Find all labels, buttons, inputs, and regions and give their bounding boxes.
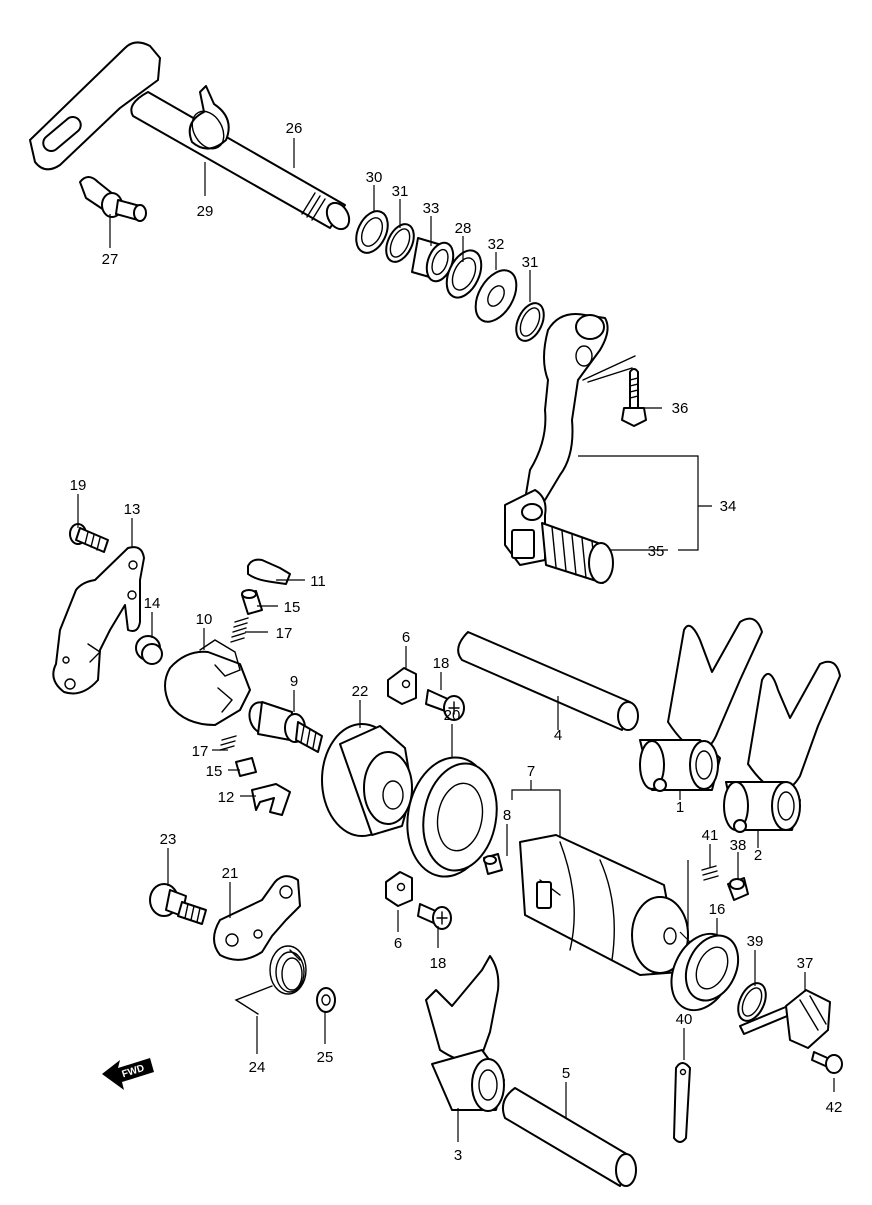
part-27-bolt xyxy=(79,176,147,222)
callout-31a: 31 xyxy=(392,183,409,200)
part-19-screw xyxy=(69,523,109,553)
callout-36: 36 xyxy=(672,400,689,417)
callout-34: 34 xyxy=(720,498,737,515)
part-40-strip xyxy=(673,1062,691,1143)
callout-10: 10 xyxy=(196,611,213,628)
callout-7: 7 xyxy=(527,763,535,780)
callout-28: 28 xyxy=(455,220,472,237)
callout-40: 40 xyxy=(676,1011,693,1028)
callout-12: 12 xyxy=(218,789,235,806)
callout-20: 20 xyxy=(444,707,461,724)
part-21-lever xyxy=(213,875,301,961)
part-42-screw xyxy=(811,1051,843,1074)
part-31b-circlip xyxy=(515,302,545,342)
part-17b-spring xyxy=(219,735,237,751)
callout-30: 30 xyxy=(366,169,383,186)
part-16-needle-bearing xyxy=(670,932,740,1012)
callout-23: 23 xyxy=(160,831,177,848)
callout-9: 9 xyxy=(290,673,298,690)
callout-6a: 6 xyxy=(402,629,410,646)
part-14-bushing xyxy=(135,635,163,665)
part-4-fork-shaft xyxy=(457,631,639,731)
part-6a-stopper xyxy=(387,667,417,705)
part-22-gear xyxy=(321,723,413,837)
part-31a-circlip xyxy=(385,223,415,263)
callout-5: 5 xyxy=(562,1065,570,1082)
callout-37: 37 xyxy=(797,955,814,972)
part-2-shift-fork xyxy=(723,660,841,833)
part-34-gearshift-lever xyxy=(504,313,636,566)
callout-19: 19 xyxy=(70,477,87,494)
callout-11: 11 xyxy=(310,573,326,590)
callout-38: 38 xyxy=(730,837,747,854)
part-29-spring xyxy=(188,85,230,150)
part-9-shaft xyxy=(248,701,323,753)
part-7-shift-cam xyxy=(519,834,689,976)
part-33-needle-bearing xyxy=(411,237,455,283)
part-39-o-ring xyxy=(737,982,767,1022)
callout-24: 24 xyxy=(249,1059,266,1076)
part-18b-screw xyxy=(417,903,452,930)
callout-13: 13 xyxy=(124,501,141,518)
part-10-cam-driven-gear xyxy=(164,639,251,726)
direction-indicator: FWD xyxy=(102,1058,154,1090)
part-38-pin xyxy=(727,877,749,901)
callout-31b: 31 xyxy=(522,254,539,271)
callout-35: 35 xyxy=(648,543,665,560)
part-1-shift-fork xyxy=(639,617,763,792)
callout-8: 8 xyxy=(503,807,511,824)
callout-17a: 17 xyxy=(276,625,293,642)
part-37-sensor xyxy=(739,989,831,1049)
callout-22: 22 xyxy=(352,683,369,700)
part-12-pawl xyxy=(251,783,291,816)
part-32-washer xyxy=(474,269,518,323)
callout-14: 14 xyxy=(144,595,161,612)
leader-lines xyxy=(77,138,835,1142)
part-17a-spring xyxy=(230,617,249,643)
callout-29: 29 xyxy=(197,203,214,220)
part-41-spring xyxy=(701,865,719,881)
part-28-oil-seal xyxy=(445,249,483,299)
callout-41: 41 xyxy=(702,827,719,844)
callout-labels: 26 29 27 30 31 33 28 32 31 36 34 35 19 1… xyxy=(70,120,843,1164)
part-30-washer xyxy=(355,210,389,254)
part-3-shift-fork xyxy=(425,955,505,1112)
part-35-rubber-grip xyxy=(541,522,614,584)
part-26-gearshift-shaft xyxy=(29,41,351,231)
part-15a-pin xyxy=(241,589,263,615)
callout-3: 3 xyxy=(454,1147,462,1164)
part-23-bolt xyxy=(149,883,207,925)
callout-25: 25 xyxy=(317,1049,334,1066)
callout-16: 16 xyxy=(709,901,726,918)
part-13-plate xyxy=(52,546,145,695)
callout-4: 4 xyxy=(554,727,562,744)
part-18a-screw xyxy=(425,689,465,721)
callout-39: 39 xyxy=(747,933,764,950)
part-36-bolt xyxy=(621,368,647,427)
callout-18b: 18 xyxy=(430,955,447,972)
part-6b-stopper xyxy=(385,871,413,907)
callout-27: 27 xyxy=(102,251,119,268)
callout-33: 33 xyxy=(423,200,440,217)
callout-42: 42 xyxy=(826,1099,843,1116)
part-11-pawl xyxy=(247,558,291,585)
callout-1: 1 xyxy=(676,799,684,816)
callout-15a: 15 xyxy=(284,599,301,616)
part-15b-pin xyxy=(235,757,257,777)
callout-26: 26 xyxy=(286,120,303,137)
callout-2: 2 xyxy=(754,847,762,864)
part-25-washer xyxy=(316,987,336,1013)
callout-32: 32 xyxy=(488,236,505,253)
callout-17b: 17 xyxy=(192,743,209,760)
callout-21: 21 xyxy=(222,865,239,882)
part-20-bearing xyxy=(406,756,498,878)
part-24-spring xyxy=(234,945,307,1015)
callout-18a: 18 xyxy=(433,655,450,672)
part-8-pin xyxy=(483,853,503,875)
callout-15b: 15 xyxy=(206,763,223,780)
part-5-fork-shaft xyxy=(502,1087,637,1187)
callout-6b: 6 xyxy=(394,935,402,952)
